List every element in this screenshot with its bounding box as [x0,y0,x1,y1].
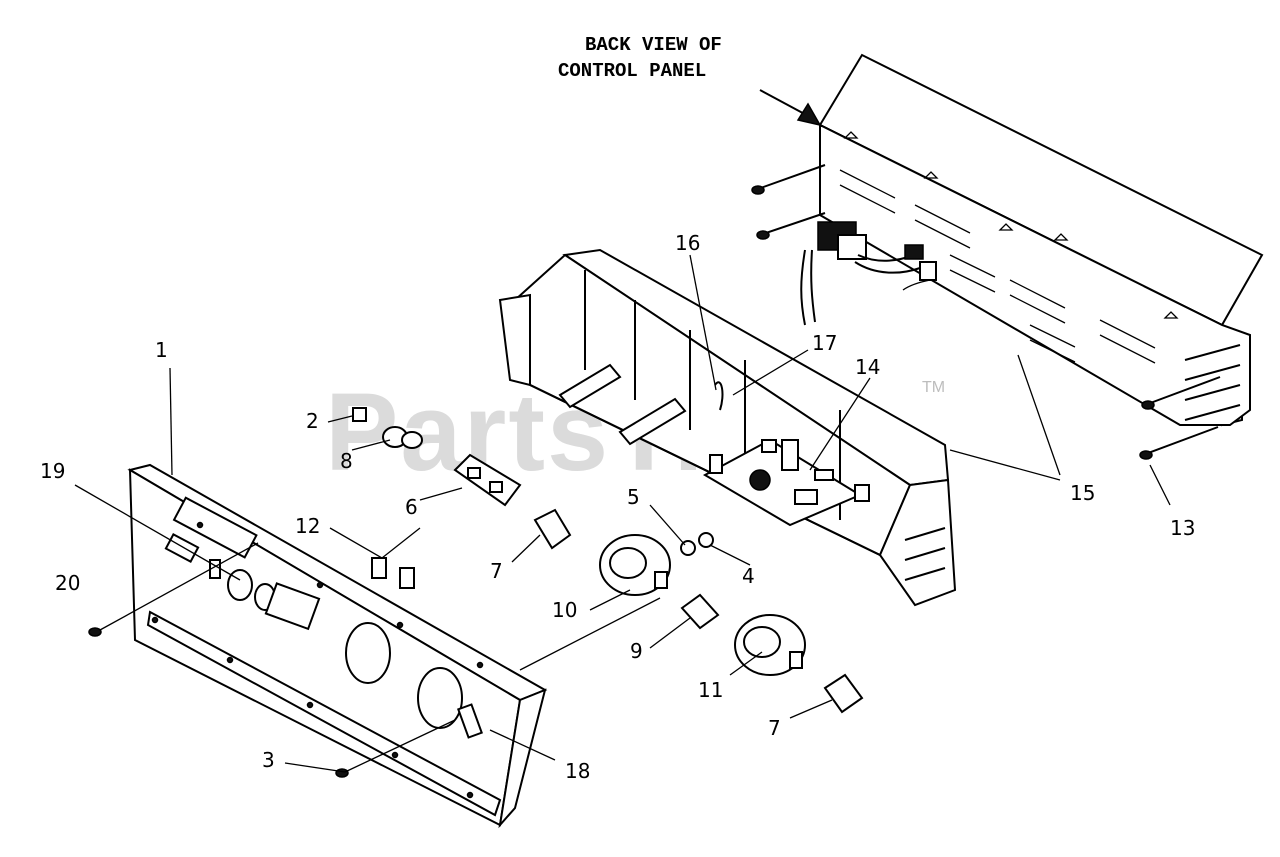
callout-15: 15 [1070,481,1095,505]
callout-5: 5 [627,485,640,509]
callout-7b: 7 [768,716,781,740]
faceplate-drawing [127,463,548,829]
housing-drawing [498,248,957,607]
callout-16: 16 [675,231,700,255]
heading-line-1: BACK VIEW OF [585,34,722,56]
leader-lines [74,89,1171,773]
callout-2: 2 [306,409,319,433]
callout-6: 6 [405,495,418,519]
callout-13: 13 [1170,516,1195,540]
watermark-trademark: TM [922,379,945,396]
callout-11: 11 [698,678,723,702]
callout-3: 3 [262,748,275,772]
callout-19: 19 [40,459,65,483]
callout-10: 10 [552,598,577,622]
callout-20: 20 [55,571,80,595]
callout-9: 9 [630,639,643,663]
callout-18: 18 [565,759,590,783]
back-panel-drawing [800,53,1264,427]
heading-line-2: CONTROL PANEL [558,60,706,82]
components-drawing [88,407,864,778]
callout-12: 12 [295,514,320,538]
callout-14: 14 [855,355,880,379]
callout-7a: 7 [490,559,503,583]
callout-17: 17 [812,331,837,355]
back-panel-screws [751,164,1221,460]
callout-1: 1 [155,338,168,362]
callout-4: 4 [742,564,755,588]
callout-8: 8 [340,449,353,473]
